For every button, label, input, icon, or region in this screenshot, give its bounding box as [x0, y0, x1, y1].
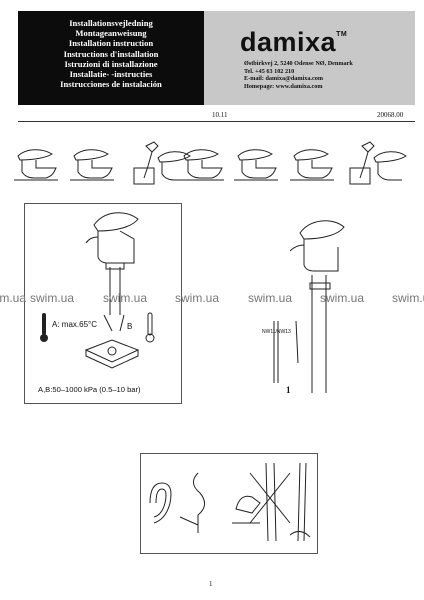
hose-bending-drawing [149, 462, 311, 542]
title-line: Istruzioni di installazione [64, 58, 158, 69]
brand-block: damixaTM Østbirkvej 2, 5240 Odense NØ, D… [204, 11, 415, 105]
page-number: 1 [209, 580, 213, 588]
faucet-icon [290, 149, 334, 181]
faucet-icon [234, 149, 278, 181]
title-line: Installation instruction [68, 38, 154, 49]
doc-date: 10.11 [212, 111, 228, 119]
temperature-label: A: max.65°C [52, 320, 97, 329]
watermark: swim.ua [0, 291, 27, 305]
watermark: swim.ua [248, 291, 293, 305]
watermark: swim.ua [320, 291, 365, 305]
watermark: swim.ua [392, 291, 424, 305]
tool-size-label: NW11/NW13 [262, 329, 291, 335]
title-block: Installationsvejledning Montageanweisung… [18, 11, 204, 105]
title-line: Montageanweisung [75, 28, 147, 39]
faucet-variants-row [14, 141, 407, 185]
pressure-fitting-drawing [84, 339, 140, 369]
faucet-with-shower-icon [349, 141, 407, 185]
faucet-assembly-drawing [273, 220, 345, 393]
inlet-b-label: B [127, 322, 133, 331]
doc-number: 20068.00 [377, 111, 404, 119]
title-line: Instrucciones de instalación [60, 79, 162, 90]
address: Østbirkvej 2, 5240 Odense NØ, Denmark [244, 60, 353, 67]
phone: Tel. +45 63 102 210 [244, 67, 295, 75]
header-divider [18, 121, 415, 122]
faucet-icon [14, 149, 58, 181]
thermometer-icon [40, 313, 48, 342]
faucet-icon [70, 149, 114, 181]
email: E-mail: damixa@damixa.com [244, 75, 323, 83]
homepage: Homepage: www.damixa.com [244, 82, 323, 90]
watermark: swim.ua [30, 291, 75, 305]
faucet-connection-drawing [85, 212, 139, 332]
thermometer-icon [145, 312, 155, 343]
watermark: swim.ua [103, 291, 148, 305]
figure-left-frame [24, 203, 182, 404]
step-number: 1 [286, 385, 291, 395]
figure-bottom-frame [140, 453, 318, 554]
title-line: Installationsvejledning [69, 18, 153, 28]
watermark: swim.ua [175, 291, 220, 305]
brand-logo: damixaTM [240, 27, 348, 57]
faucet-with-shower-icon [133, 141, 191, 185]
faucet-icon [180, 149, 224, 181]
pressure-range-label: A,B:50–1000 kPa (0.5–10 bar) [38, 385, 141, 394]
contact-info: Østbirkvej 2, 5240 Odense NØ, Denmark Te… [244, 60, 353, 90]
title-line: Installatie- -instructies [69, 69, 153, 80]
title-line: Instructions d'installation [63, 48, 159, 59]
